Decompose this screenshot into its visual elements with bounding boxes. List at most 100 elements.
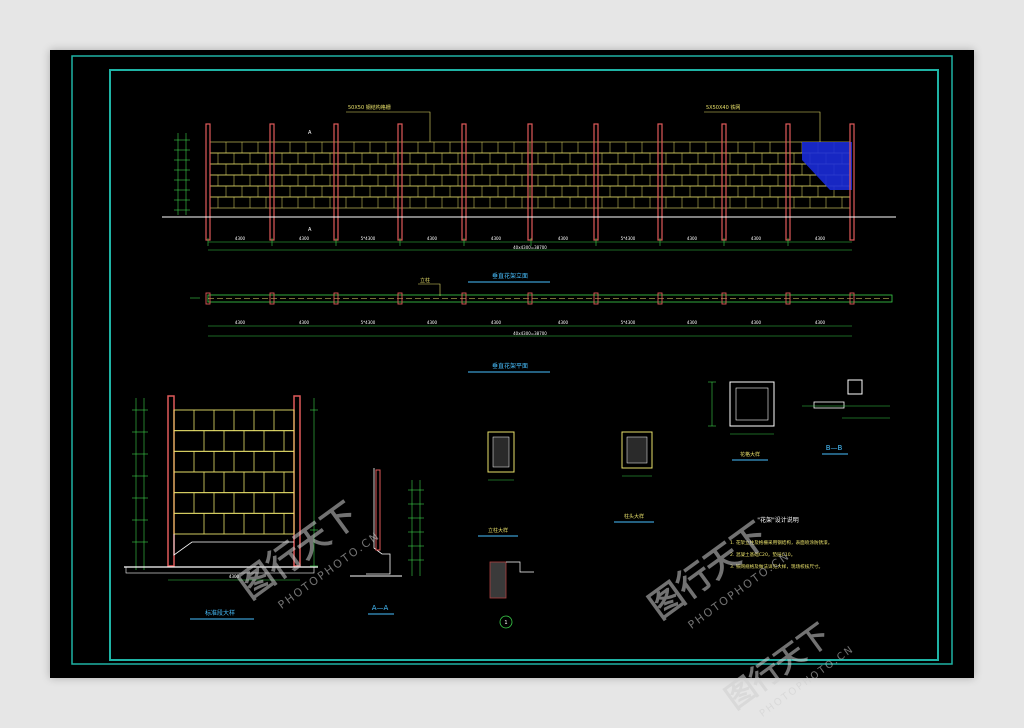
plan-post: [657, 292, 663, 305]
elevation-posts: [205, 123, 855, 241]
plan-title: 垂直花架平面: [492, 362, 528, 370]
elevation-post: [657, 123, 663, 241]
plan-dim-labels: 4300 4300 5*4300 4300 4300 4300 5*4300 4300 4300…: [235, 320, 826, 325]
elevation-post: [849, 123, 855, 241]
plan-dim-label: 4300: [687, 320, 698, 325]
callout-left-leader: [346, 111, 431, 142]
plan-post: [269, 292, 275, 305]
elevation-dim-label: 4300: [427, 236, 438, 241]
cap-title: 柱头大样: [624, 513, 644, 520]
callout-right-leader: [704, 111, 821, 142]
plan-posts: [205, 292, 855, 305]
std-left-post: [167, 395, 175, 567]
elevation-post: [333, 123, 339, 241]
std-base-wall: [173, 534, 294, 556]
plan-post: [721, 292, 727, 305]
aa-post: [375, 469, 381, 551]
flower-box-dims: [708, 381, 774, 435]
cap-section-core: [626, 436, 648, 464]
elevation-dim-label: 5*4300: [361, 236, 376, 241]
elevation-brick-course: [209, 174, 851, 187]
std-brick-course: [173, 512, 295, 535]
section-aa-detail: A—A: [350, 468, 424, 615]
notes-line-3: 3. 铁网规格及做法详见大样，现场校核尺寸。: [730, 563, 823, 570]
std-footing: [125, 566, 315, 574]
plan-label: 立柱: [420, 277, 430, 284]
section-mark-top: A: [308, 130, 312, 136]
column-title: 立柱大样: [488, 527, 508, 534]
aa-title: A—A: [372, 604, 389, 612]
flower-box-detail: 花格大样: [708, 381, 775, 461]
column-detail: 立柱大样: [478, 431, 518, 537]
elevation-dim-label: 4300: [687, 236, 698, 241]
outer-drawing-border: [71, 55, 953, 665]
aa-profile: [366, 468, 391, 575]
plan-dim-label: 4300: [427, 320, 438, 325]
aa-right-scale: [408, 480, 424, 576]
elevation-post: [785, 123, 791, 241]
plan-post: [593, 292, 599, 305]
base-mark-circle: [499, 615, 513, 629]
flower-box-inner: [735, 387, 769, 421]
plan-dim-label: 4300: [558, 320, 569, 325]
base-footing-cap: [506, 561, 534, 573]
plan-dim-label: 4300: [751, 320, 762, 325]
elevation-dim-label: 5*4300: [621, 236, 636, 241]
elevation-dim-label: 4300: [491, 236, 502, 241]
plan-dim-label: 4300: [235, 320, 246, 325]
plan-post: [205, 292, 211, 305]
inner-drawing-border: [109, 69, 939, 661]
flower-box-outer: [729, 381, 775, 427]
mesh-blue-hatch: [802, 142, 852, 190]
plan-label-leader: [418, 283, 441, 296]
elevation-brick-panels: [209, 141, 851, 209]
callout-right-text: 5X50X40 铁网: [706, 104, 740, 111]
plan-post: [397, 292, 403, 305]
standard-section-detail: 4300 标准段大样: [124, 395, 318, 620]
notes-title: "花架"设计说明: [757, 516, 799, 524]
notes-line-2: 2. 混凝土基础C20，垫层C10。: [730, 551, 795, 558]
base-footing-detail: 1: [489, 561, 534, 629]
std-brick-course: [173, 471, 295, 494]
elevation-post: [721, 123, 727, 241]
elevation-brick-course: [209, 196, 851, 209]
base-mark: 1: [504, 620, 507, 626]
plan-dim-label: 5*4300: [621, 320, 636, 325]
std-right-post: [293, 395, 301, 567]
cap-detail: 柱头大样: [614, 431, 654, 523]
plan-dim-label: 4300: [815, 320, 826, 325]
elevation-post: [397, 123, 403, 241]
cap-section-outer: [621, 431, 653, 469]
plan-dim-label: 4300: [299, 320, 310, 325]
column-section-core: [492, 436, 510, 468]
elevation-post: [269, 123, 275, 241]
elevation-brick-course: [209, 152, 851, 165]
std-brick-course: [173, 430, 295, 452]
std-left-dims: [132, 398, 148, 570]
bb-title: B—B: [826, 444, 843, 452]
plan-dim-label: 5*4300: [361, 320, 376, 325]
plan-total-dim: 40x4300=38700: [513, 331, 547, 336]
bb-plate: [813, 401, 845, 409]
elevation-total-dim: 40x4300=38700: [513, 245, 547, 250]
std-brick-panel: [173, 409, 295, 535]
elevation-dim-label: 4300: [558, 236, 569, 241]
plan-post: [527, 292, 533, 305]
plan-post: [785, 292, 791, 305]
section-bb-detail: B—B: [802, 379, 890, 455]
plan-post: [333, 292, 339, 305]
elevation-post: [527, 123, 533, 241]
design-notes: "花架"设计说明 1. 花架立柱及格栅采用钢结构，表面喷涂防锈漆。 2. 混凝土…: [730, 516, 832, 570]
callout-left-text: 50X50 钢结构格栅: [348, 104, 391, 111]
plan-dim-label: 4300: [491, 320, 502, 325]
elevation-post: [593, 123, 599, 241]
bb-box: [847, 379, 863, 395]
std-bottom-dim: 4300: [229, 574, 240, 579]
plan-post: [849, 292, 855, 305]
std-section-title: 标准段大样: [205, 609, 235, 617]
elevation-dim-label: 4300: [299, 236, 310, 241]
